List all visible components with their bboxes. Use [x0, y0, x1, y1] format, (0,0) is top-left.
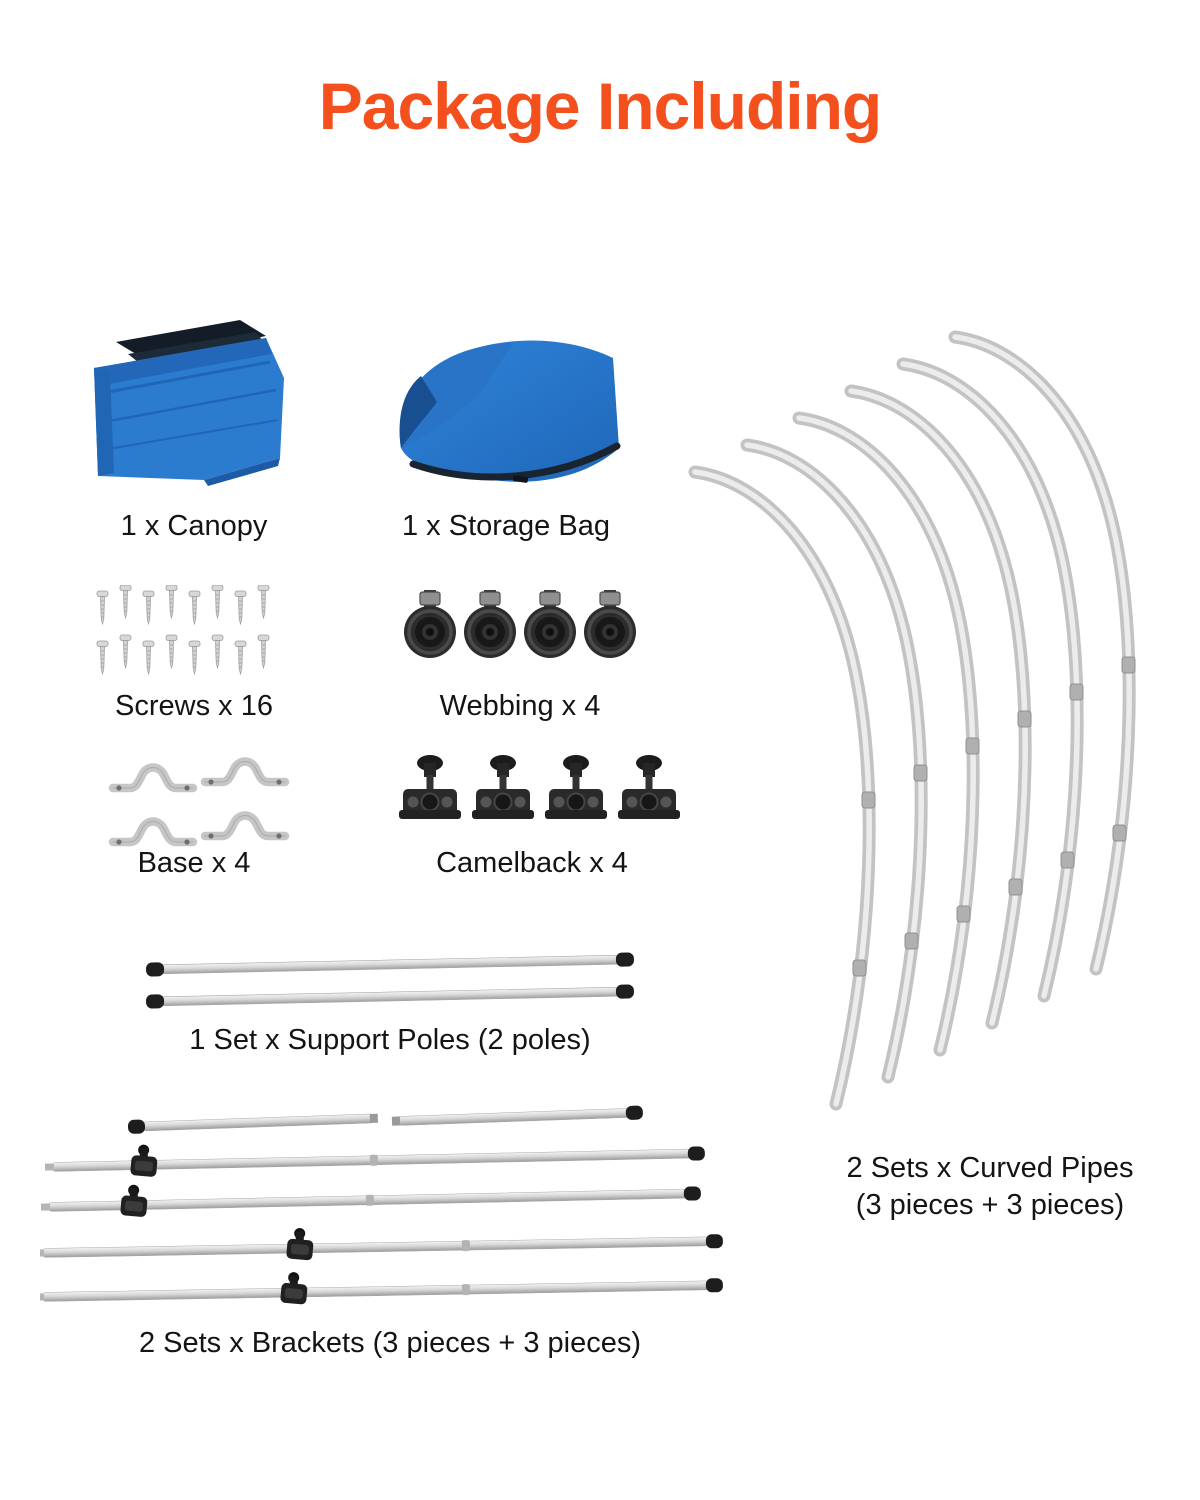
- base-label: Base x 4: [137, 847, 251, 879]
- webbing-label: Webbing x 4: [439, 690, 601, 722]
- webbing-illustration: [400, 582, 640, 670]
- curved-pipes-label-line1: 2 Sets x Curved Pipes: [846, 1152, 1134, 1184]
- support-poles-label: 1 Set x Support Poles (2 poles): [189, 1024, 591, 1056]
- curved-pipes-label-line2: (3 pieces + 3 pieces): [855, 1189, 1125, 1221]
- canopy-label: 1 x Canopy: [120, 510, 268, 542]
- curved-pipes-illustration: [650, 312, 1170, 1142]
- brackets-icon: [40, 1105, 723, 1306]
- support-poles-illustration: [140, 945, 640, 1025]
- brackets-illustration: [40, 1105, 740, 1320]
- support-poles-icon: [146, 952, 634, 1009]
- brackets-label: 2 Sets x Brackets (3 pieces + 3 pieces): [138, 1327, 642, 1359]
- screws-icon: [96, 585, 270, 675]
- camelback-label: Camelback x 4: [436, 847, 628, 879]
- storage-bag-illustration: [385, 330, 629, 505]
- webbing-icon: [402, 588, 638, 660]
- base-illustration: [108, 750, 290, 852]
- canopy-icon: [94, 320, 284, 486]
- base-icon: [108, 750, 290, 852]
- canopy-illustration: [88, 310, 300, 500]
- storage-bag-label: 1 x Storage Bag: [402, 510, 610, 542]
- curved-pipes-icon: [650, 312, 1170, 1142]
- camelback-icon: [398, 754, 681, 820]
- storage-bag-icon: [399, 340, 621, 483]
- page-title: Package Including: [318, 69, 883, 143]
- curved-pipes-label: 2 Sets x Curved Pipes (3 pieces + 3 piec…: [790, 1150, 1190, 1224]
- screws-illustration: [95, 585, 287, 677]
- screws-label: Screws x 16: [115, 690, 273, 722]
- camelback-illustration: [392, 745, 688, 845]
